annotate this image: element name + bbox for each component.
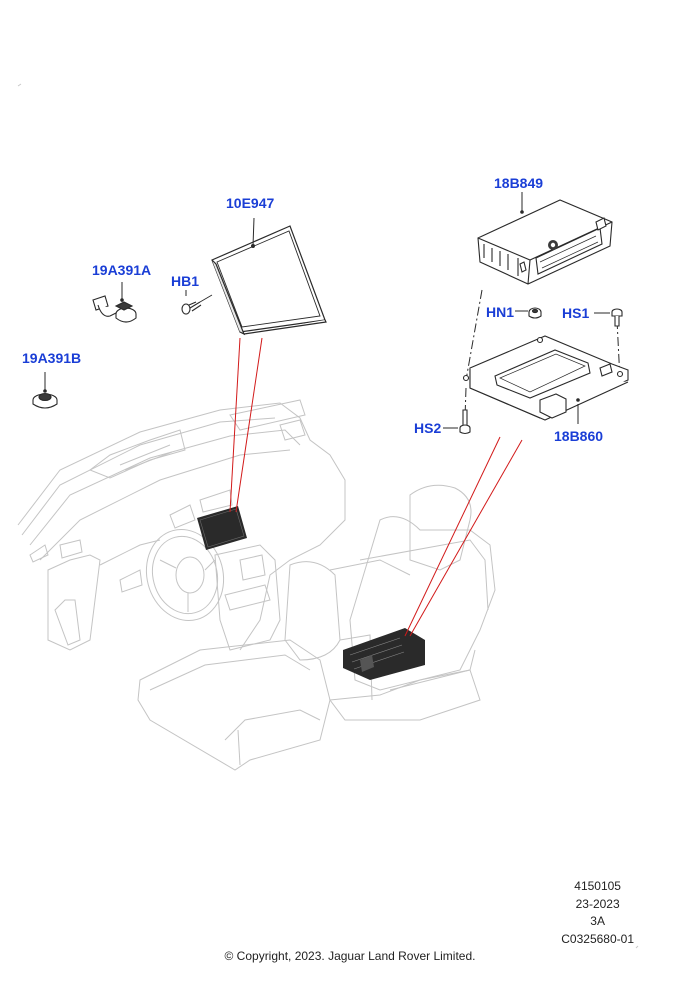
callout-18B860[interactable]: 18B860	[554, 428, 604, 444]
screw-2-part	[443, 409, 471, 435]
reference-code: 4150105	[574, 879, 621, 893]
reference-date: 23-2023	[575, 896, 620, 911]
callout-18B849[interactable]: 18B849	[494, 175, 544, 191]
callout-19A391B[interactable]: 19A391B	[22, 350, 82, 366]
callout-HS1[interactable]: HS1	[562, 305, 590, 321]
copyright-notice: © Copyright, 2023. Jaguar Land Rover Lim…	[224, 949, 476, 963]
corner-marks	[17, 83, 639, 949]
speaker-part	[32, 372, 58, 409]
callout-HB1[interactable]: HB1	[171, 273, 200, 289]
screen-location-highlight	[197, 506, 247, 550]
bolt-part	[181, 290, 213, 315]
nut-part	[515, 307, 542, 319]
callout-HN1[interactable]: HN1	[486, 304, 515, 320]
module-part	[477, 192, 613, 285]
module-location-highlight	[343, 628, 425, 680]
leader-lines	[229, 337, 523, 637]
screw-1-part	[594, 308, 623, 327]
callout-10E947[interactable]: 10E947	[226, 195, 275, 211]
callout-HS2[interactable]: HS2	[414, 420, 442, 436]
screen-part	[211, 217, 327, 336]
reference-block: 4150105 23-2023 3A C0325680-01	[561, 878, 634, 948]
reference-revision: 3A	[590, 914, 605, 928]
bracket-part	[462, 335, 629, 424]
vehicle-interior-ghost	[17, 399, 496, 771]
cable-connector-part	[92, 282, 137, 323]
illustration-id: C0325680-01	[561, 931, 634, 946]
callout-19A391A[interactable]: 19A391A	[92, 262, 152, 278]
